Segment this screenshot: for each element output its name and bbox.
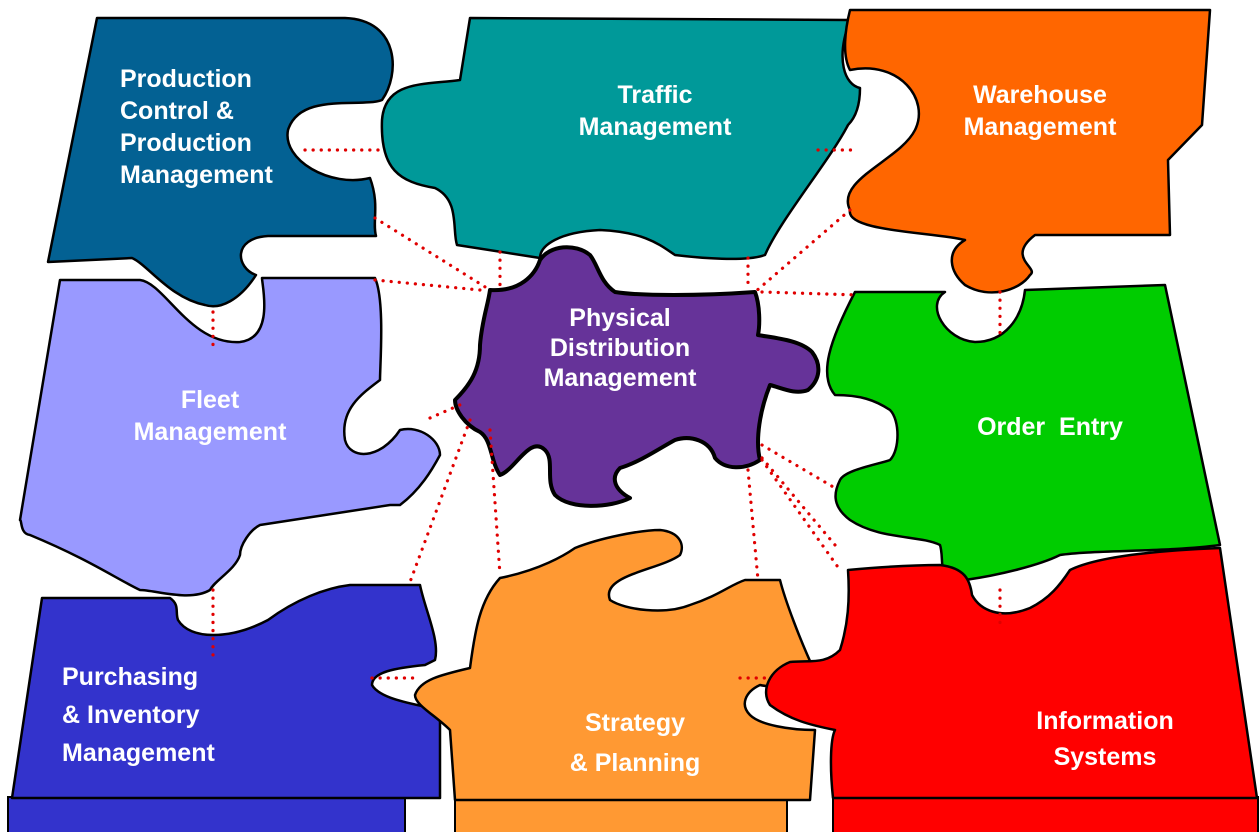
information-piece: [764, 546, 1259, 800]
traffic-piece: [380, 16, 862, 261]
order-label: Order Entry: [940, 411, 1160, 443]
purchasing-base: [7, 796, 406, 832]
link-production-center: [373, 216, 492, 292]
label-line: & Inventory: [62, 701, 200, 729]
link-fleet-center: [373, 278, 482, 292]
label-line: Management: [543, 364, 697, 392]
link-center-order-1: [760, 443, 837, 490]
strategy-label: Strategy & Planning: [520, 703, 750, 783]
label-line: Purchasing: [62, 663, 199, 691]
link-center-strategy-left: [488, 428, 502, 577]
warehouse-piece: [843, 8, 1212, 294]
label-line: Management: [578, 113, 732, 141]
link-center-order-top: [760, 290, 860, 297]
label-line: Control &: [120, 97, 234, 125]
label-line: Physical: [569, 304, 671, 332]
link-center-information: [760, 458, 842, 572]
label-line: Strategy: [584, 709, 686, 737]
label-line: Distribution: [549, 334, 691, 362]
label-line: Warehouse: [973, 81, 1107, 109]
label-line: Systems: [1053, 743, 1157, 771]
label-line: Information: [1036, 707, 1174, 735]
label-line: Production: [120, 129, 252, 157]
order-piece: [825, 283, 1222, 582]
label-line: Production: [120, 65, 252, 93]
label-line: Fleet: [180, 386, 240, 414]
label-line: Order Entry: [977, 413, 1123, 441]
strategy-piece: [413, 528, 817, 802]
center-piece: [453, 245, 821, 508]
label-line: Management: [133, 418, 287, 446]
label-line: Traffic: [617, 81, 693, 109]
link-center-order-2: [760, 456, 837, 547]
link-center-strategy-right: [746, 468, 760, 582]
label-line: & Planning: [569, 749, 701, 777]
purchasing-piece: [10, 583, 442, 800]
label-line: Management: [120, 161, 273, 189]
fleet-piece: [18, 276, 442, 597]
link-warehouse-center: [753, 208, 852, 294]
strategy-base: [454, 796, 788, 832]
production-piece: [46, 16, 394, 308]
link-fleet-center-side: [428, 402, 464, 420]
label-line: Management: [963, 113, 1117, 141]
information-base: [832, 796, 1259, 832]
label-line: Management: [62, 739, 215, 767]
